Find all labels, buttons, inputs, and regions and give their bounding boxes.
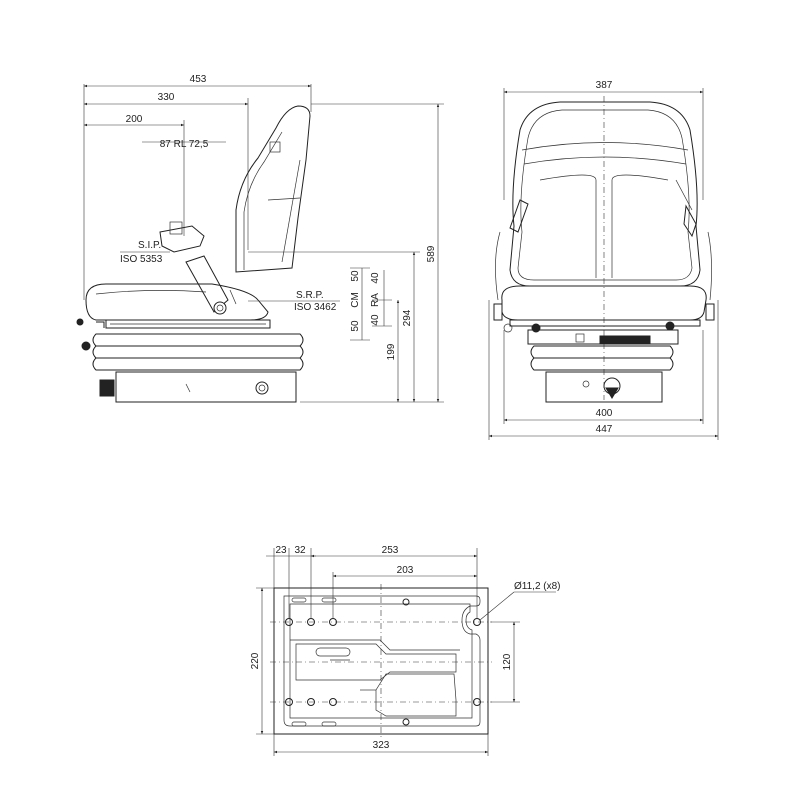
- seat-hinge: [185, 255, 229, 313]
- base-plate-view: 23 32 253 203 Ø11,2 (x8) 220 120 323: [250, 545, 561, 756]
- dim-330: 330: [158, 92, 175, 103]
- dim-220: 220: [250, 652, 261, 669]
- side-view: 453 330 200 87 RL 72,5: [76, 74, 444, 403]
- dim-294: 294: [402, 309, 413, 326]
- front-base: [545, 371, 663, 403]
- dim-cm-50-top: 50: [350, 270, 361, 282]
- front-bellows: [530, 345, 674, 371]
- dim-447: 447: [596, 424, 613, 435]
- dim-ra-40-bottom: 40: [370, 314, 381, 326]
- dim-ra: RA: [370, 293, 381, 307]
- dim-199: 199: [386, 343, 397, 360]
- dim-253: 253: [382, 545, 399, 556]
- suspension-bellows: [92, 333, 304, 371]
- dim-ra-40-top: 40: [370, 272, 381, 284]
- dim-589: 589: [426, 245, 437, 262]
- belt-buckle: [159, 225, 205, 253]
- slide-rails: [105, 319, 271, 329]
- seat-cushion: [85, 283, 269, 321]
- suspension-base: [115, 371, 297, 403]
- label-sip-iso: ISO 5353: [120, 254, 163, 265]
- dim-120: 120: [502, 653, 513, 670]
- front-seat: [501, 285, 707, 321]
- dim-cm: CM: [350, 292, 361, 308]
- backrest: [235, 105, 311, 273]
- dim-32: 32: [294, 545, 306, 556]
- label-sip: S.I.P.: [138, 240, 161, 251]
- dim-203: 203: [397, 565, 414, 576]
- label-srp-iso: ISO 3462: [294, 302, 337, 313]
- label-srp: S.R.P.: [296, 290, 324, 301]
- dim-rl: 87 RL 72,5: [160, 139, 209, 150]
- dim-387: 387: [596, 80, 613, 91]
- dim-323: 323: [373, 740, 390, 751]
- dim-400: 400: [596, 408, 613, 419]
- dim-200: 200: [126, 114, 143, 125]
- dim-cm-50-bottom: 50: [350, 320, 361, 332]
- hole-callout: Ø11,2 (x8): [514, 581, 561, 592]
- dim-453: 453: [190, 74, 207, 85]
- front-backrest: [509, 101, 701, 287]
- front-view: 387: [488, 80, 719, 440]
- dim-23: 23: [275, 545, 287, 556]
